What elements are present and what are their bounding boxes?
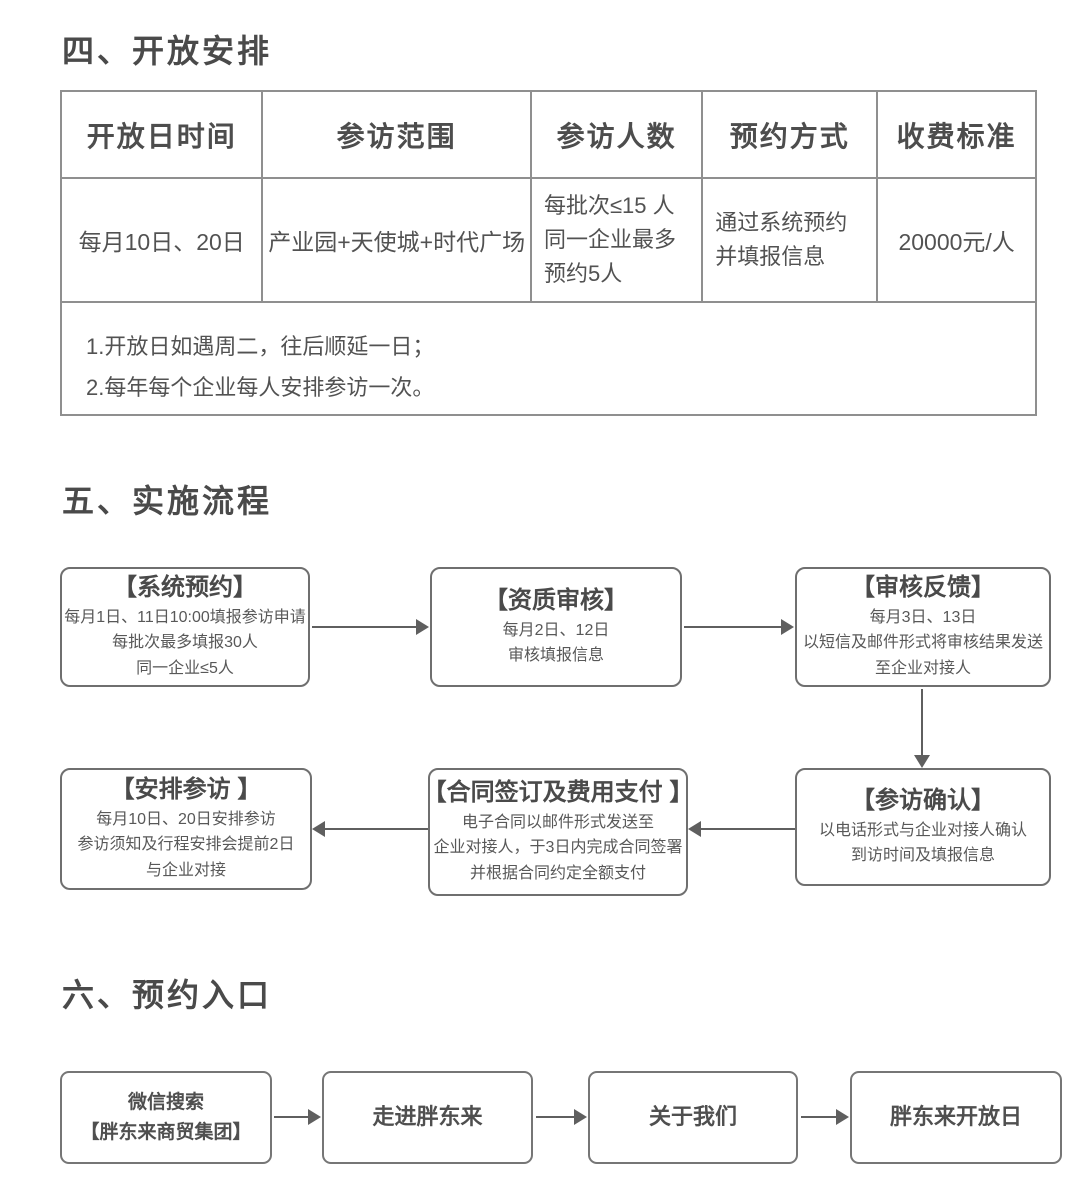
flow-box-line: 到访时间及填报信息	[850, 847, 995, 865]
note-line-1: 1.开放日如遇周二，往后顺延一日；	[86, 334, 435, 359]
open-schedule-table: 开放日时间 参访范围 参访人数 预约方式 收费标准 每月10日、20日 产业园+…	[60, 90, 1037, 416]
flow-box-line: 每批次最多填报30人	[112, 634, 258, 652]
flow-box-line: 参访须知及行程安排会提前2日	[77, 836, 295, 854]
flow-box-arrange-visit: 【安排参访 】 每月10日、20日安排参访 参访须知及行程安排会提前2日 与企业…	[60, 768, 312, 890]
entry-step-about-us: 关于我们	[588, 1071, 798, 1164]
flow-box-line: 并根据合同约定全额支付	[469, 864, 646, 882]
flow-box-title: 【系统预约】	[113, 574, 257, 602]
arrow-down-icon	[914, 689, 930, 768]
table-header-fee: 收费标准	[878, 92, 1035, 179]
table-notes: 1.开放日如遇周二，往后顺延一日； 2.每年每个企业每人安排参访一次。	[62, 303, 1035, 408]
entry-step-wechat-search: 微信搜索 【胖东来商贸集团】	[60, 1071, 272, 1164]
section-title-process: 五、实施流程	[62, 483, 273, 519]
entry-step-line: 走进胖东来	[372, 1104, 483, 1130]
arrow-right-icon	[274, 1109, 321, 1125]
table-header-open-day: 开放日时间	[62, 92, 264, 179]
flow-box-title: 【审核反馈】	[851, 574, 995, 602]
flow-box-line: 每月10日、20日安排参访	[96, 810, 276, 828]
entry-step-line: 胖东来开放日	[889, 1104, 1022, 1130]
cell-fee: 20000元/人	[878, 179, 1035, 303]
flow-box-review-feedback: 【审核反馈】 每月3日、13日 以短信及邮件形式将审核结果发送 至企业对接人	[795, 567, 1051, 687]
flow-box-title: 【资质审核】	[484, 587, 628, 615]
table-header-visitors: 参访人数	[531, 92, 704, 179]
cell-open-day: 每月10日、20日	[62, 179, 264, 303]
entry-step-walk-into: 走进胖东来	[322, 1071, 533, 1164]
flow-box-line: 审核填报信息	[507, 647, 604, 665]
flow-box-system-reservation: 【系统预约】 每月1日、11日10:00填报参访申请 每批次最多填报30人 同一…	[60, 567, 310, 687]
flow-box-line: 每月3日、13日	[869, 608, 977, 626]
cell-booking-line: 并填报信息	[715, 244, 826, 269]
cell-visitors-line: 预约5人	[543, 261, 623, 287]
cell-booking-line: 通过系统预约	[715, 209, 848, 235]
arrow-left-icon	[312, 821, 428, 837]
table-header-row: 开放日时间 参访范围 参访人数 预约方式 收费标准	[62, 92, 1035, 179]
flow-box-title: 【安排参访 】	[110, 776, 262, 804]
cell-visitors-line: 同一企业最多	[543, 226, 676, 252]
flow-box-line: 电子合同以邮件形式发送至	[461, 813, 654, 831]
section-title-entry: 六、预约入口	[62, 977, 273, 1013]
flow-box-qualification-review: 【资质审核】 每月2日、12日 审核填报信息	[430, 567, 682, 687]
flow-box-title: 【合同签订及费用支付 】	[422, 779, 694, 807]
flow-box-line: 每月2日、12日	[502, 621, 610, 639]
arrow-right-icon	[801, 1109, 849, 1125]
entry-step-open-day: 胖东来开放日	[850, 1071, 1062, 1164]
flow-box-line: 每月1日、11日10:00填报参访申请	[64, 608, 306, 626]
note-line-2: 2.每年每个企业每人安排参访一次。	[86, 374, 435, 400]
table-header-booking: 预约方式	[703, 92, 879, 179]
table-data-row: 每月10日、20日 产业园+天使城+时代广场 每批次≤15 人 同一企业最多 预…	[62, 179, 1035, 303]
flow-box-title: 【参访确认】	[851, 787, 995, 815]
arrow-left-icon	[688, 821, 795, 837]
arrow-right-icon	[312, 619, 429, 635]
cell-booking: 通过系统预约 并填报信息	[703, 179, 879, 303]
flow-box-line: 以电话形式与企业对接人确认	[818, 821, 1027, 839]
table-header-scope: 参访范围	[263, 92, 532, 179]
flow-box-line: 至企业对接人	[874, 659, 971, 677]
cell-visitors-line: 每批次≤15 人	[543, 192, 675, 218]
flow-box-line: 同一企业≤5人	[136, 659, 234, 677]
entry-step-line: 【胖东来商贸集团】	[80, 1121, 252, 1143]
flow-box-contract-payment: 【合同签订及费用支付 】 电子合同以邮件形式发送至 企业对接人，于3日内完成合同…	[423, 768, 693, 896]
section-title-open-arrangement: 四、开放安排	[62, 33, 273, 69]
cell-visitors: 每批次≤15 人 同一企业最多 预约5人	[531, 179, 704, 303]
flow-box-line: 企业对接人，于3日内完成合同签署	[433, 839, 683, 857]
cell-scope: 产业园+天使城+时代广场	[263, 179, 532, 303]
flow-box-line: 与企业对接	[145, 861, 226, 879]
arrow-right-icon	[684, 619, 794, 635]
flow-box-visit-confirmation: 【参访确认】 以电话形式与企业对接人确认 到访时间及填报信息	[795, 768, 1051, 886]
flow-box-line: 以短信及邮件形式将审核结果发送	[802, 634, 1043, 652]
entry-step-line: 关于我们	[648, 1104, 737, 1130]
arrow-right-icon	[536, 1109, 587, 1125]
entry-step-line: 微信搜索	[127, 1092, 204, 1114]
